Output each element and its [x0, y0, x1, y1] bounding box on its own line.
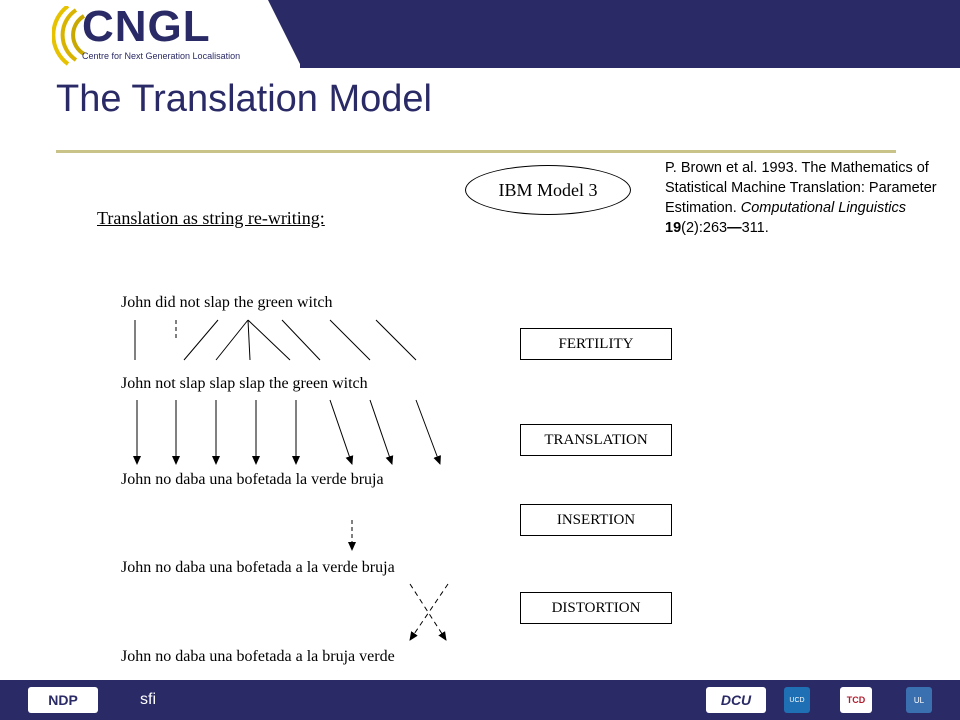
step-distortion-label: DISTORTION: [551, 599, 641, 616]
dcu-logo-icon: DCU: [706, 687, 766, 713]
step-fertility-box: FERTILITY: [520, 328, 672, 360]
fertility-line-slap-2: [247, 319, 251, 361]
fertility-line-witch: [375, 319, 417, 361]
translation-arrow-6: [329, 399, 354, 465]
header-stripe: [300, 0, 960, 68]
header-wedge: [268, 0, 302, 68]
distortion-arrow-verde: [409, 583, 447, 641]
tcd-logo-icon: TCD: [840, 687, 872, 713]
sentence-distortion: John no daba una bofetada a la bruja ver…: [121, 648, 395, 665]
fertility-line-slap-3: [247, 319, 291, 361]
cngl-logo-icon: [52, 6, 86, 66]
diagram-subtitle: Translation as string re-writing:: [97, 208, 325, 228]
ndp-logo-icon: NDP: [28, 687, 98, 713]
reference-journal: Computational Linguistics: [740, 200, 906, 216]
logo-text: CNGL: [82, 2, 211, 51]
fertility-line-not: [183, 319, 219, 361]
translation-arrow-8: [415, 399, 441, 465]
slide-title: The Translation Model: [56, 78, 432, 120]
sentence-insertion: John no daba una bofetada a la verde bru…: [121, 559, 395, 576]
step-insertion-label: INSERTION: [556, 511, 636, 528]
sfi-logo-text: sfi: [140, 691, 156, 708]
logo-subtitle: Centre for Next Generation Localisation: [82, 51, 241, 61]
fertility-line-slap-1: [215, 319, 249, 361]
model-label: IBM Model 3: [498, 179, 598, 200]
reference-text: P. Brown et al. 1993. The Mathematics of…: [665, 158, 950, 238]
reference-main: P. Brown et al. 1993. The Mathematics of…: [665, 160, 937, 216]
ul-crest-icon: UL: [906, 687, 932, 713]
ucd-crest-icon: UCD: [784, 687, 810, 713]
ndp-logo-text: NDP: [48, 692, 78, 708]
step-distortion-box: DISTORTION: [520, 592, 672, 624]
step-insertion-box: INSERTION: [520, 504, 672, 536]
translation-arrow-7: [369, 399, 394, 465]
reference-volume: 19: [665, 220, 682, 236]
title-divider: [56, 150, 896, 153]
step-fertility-label: FERTILITY: [558, 335, 634, 352]
reference-issue: (2):263: [681, 220, 728, 236]
fertility-line-the: [281, 319, 321, 361]
step-translation-box: TRANSLATION: [520, 424, 672, 456]
sentence-source: John did not slap the green witch: [121, 294, 333, 311]
ucd-logo-text: UCD: [789, 696, 805, 704]
reference-dash: —: [727, 220, 742, 236]
fertility-line-green: [329, 319, 371, 361]
step-translation-label: TRANSLATION: [544, 431, 648, 448]
sfi-logo-icon: sfi: [118, 687, 178, 713]
tcd-logo-text: TCD: [846, 695, 866, 705]
reference-end: 311.: [741, 220, 769, 236]
dcu-logo-text: DCU: [720, 692, 752, 708]
distortion-arrow-bruja: [409, 583, 449, 641]
sentence-translation: John no daba una bofetada la verde bruja: [121, 471, 384, 488]
model-label-ellipse: IBM Model 3: [465, 165, 631, 215]
ul-logo-text: UL: [913, 695, 925, 705]
sentence-fertility: John not slap slap slap the green witch: [121, 375, 368, 392]
